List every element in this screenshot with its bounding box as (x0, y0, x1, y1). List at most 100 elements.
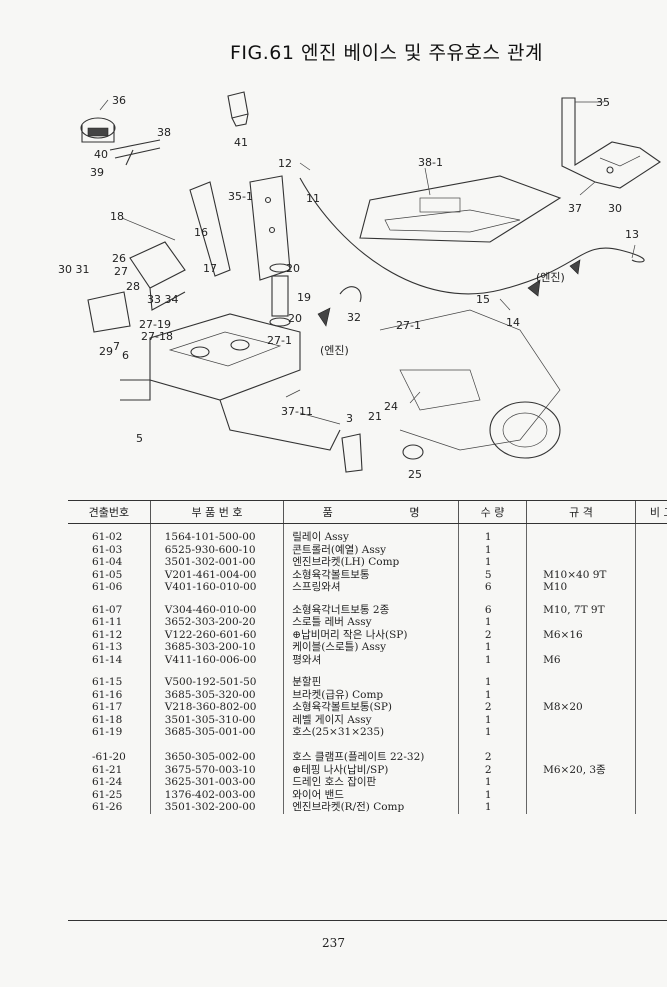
cell-spec (526, 788, 636, 801)
cell-remarks: C (634, 543, 667, 556)
controller-part (227, 91, 249, 127)
cell-part-name: 스프링와셔 (283, 581, 459, 594)
callout-label: 30 (608, 202, 622, 215)
callout-label: 28 (126, 280, 140, 293)
cell-part-number: 3501-302-200-00 (149, 801, 284, 814)
hose-19 (269, 263, 291, 327)
cell-part-name: 소형육각너트보통 2종 (283, 603, 459, 616)
cell-remarks (634, 628, 667, 641)
cell-quantity: 2 (457, 701, 527, 714)
header-remarks: 비 고 (634, 500, 667, 524)
header-index: 견출번호 (68, 500, 151, 524)
callout-label: 37 (568, 202, 582, 215)
cell-quantity: 1 (457, 676, 527, 689)
cell-part-number: 3501-305-310-00 (149, 713, 284, 726)
callout-label: 41 (234, 136, 248, 149)
cell-spec: M8×20 (526, 701, 636, 714)
cell-part-name: 소형육각볼트보통(SP) (283, 701, 459, 714)
callout-label: 18 (110, 210, 124, 223)
cell-part-name: 호스(25×31×235) (283, 726, 459, 739)
callout-label: 27-1 (396, 319, 421, 332)
bracket-16 (189, 181, 231, 277)
cell-part-number: V304-460-010-00 (149, 603, 284, 616)
callout-label: 17 (203, 262, 217, 275)
cell-part-name: 릴레이 Assy (283, 523, 459, 544)
cell-quantity: 6 (457, 581, 527, 594)
cell-part-name: 엔진브라켓(R/전) Comp (283, 801, 459, 814)
cell-index: 61-04 (92, 556, 123, 568)
cell-remarks: C (634, 726, 667, 739)
cell-index: 61-13 (92, 641, 123, 653)
cell-quantity: 1 (457, 776, 527, 789)
cell-part-number: V218-360-802-00 (149, 701, 284, 714)
cell-part-name: 레벨 게이지 Assy (283, 713, 459, 726)
cell-spec (526, 688, 636, 701)
engine-outline (379, 309, 561, 459)
cell-index: 61-05 (92, 568, 123, 581)
cell-index: 61-24 (92, 776, 123, 788)
table-spacer-row: C (68, 738, 667, 751)
plate-29 (87, 291, 131, 333)
cell-quantity: 6 (457, 603, 527, 616)
cell-index: 61-12 (92, 628, 123, 641)
callout-label: 13 (625, 228, 639, 241)
cell-part-number: V411-160-006-00 (149, 653, 284, 666)
header-spec: 규 격 (526, 500, 636, 524)
bracket-26 (129, 241, 186, 311)
callout-label: 25 (408, 468, 422, 481)
cell-remarks: C (634, 556, 667, 569)
cell-remarks: C (634, 616, 667, 629)
cell-spec (526, 523, 636, 544)
engine-note: (엔진) (536, 271, 565, 284)
cell-part-number: V122-260-601-60 (149, 628, 284, 641)
cell-spec: M6×20, 3종 (526, 763, 636, 776)
cell-index: -61-20 (92, 751, 126, 763)
cell-quantity: 5 (457, 568, 527, 581)
cell-remarks (634, 788, 667, 801)
cell-part-number: 6525-930-600-10 (149, 543, 284, 556)
callout-label: 27 (114, 265, 128, 278)
page-number: 237 (322, 936, 345, 950)
relay-part (80, 99, 116, 143)
callout-label: 7 (113, 340, 120, 353)
cell-quantity: 2 (457, 751, 527, 764)
cell-part-number: 1376-402-003-00 (149, 788, 284, 801)
cell-part-number: V401-160-010-00 (149, 581, 284, 594)
callout-label: 27-1 (267, 334, 292, 347)
cell-spec: M10, 7T 9T (526, 603, 636, 616)
cell-spec (526, 556, 636, 569)
cell-remarks (634, 523, 667, 544)
cell-part-number: 3685-305-320-00 (149, 688, 284, 701)
cell-quantity: 1 (457, 543, 527, 556)
cell-part-name: 케이블(스로틀) Assy (283, 641, 459, 654)
cell-spec (526, 543, 636, 556)
clamp-32 (339, 286, 362, 303)
cell-index: 61-21 (92, 763, 123, 776)
callout-label: 20 (288, 312, 302, 325)
cell-quantity: 1 (457, 653, 527, 666)
cell-remarks (634, 568, 667, 581)
cell-part-name: 엔진브라켓(LH) Comp (283, 556, 459, 569)
cell-quantity: 1 (457, 726, 527, 739)
cell-remarks (634, 713, 667, 726)
cell-index: 61-07 (92, 603, 123, 616)
callout-label: 40 (94, 148, 108, 161)
cable-end-marker (569, 259, 581, 275)
table-spacer-row (68, 593, 667, 604)
callout-label: 32 (347, 311, 361, 324)
cell-index: 61-14 (92, 653, 123, 666)
cell-index: 61-02 (92, 531, 123, 543)
cell-quantity: 1 (457, 616, 527, 629)
cell-quantity: 1 (457, 801, 527, 814)
cell-index: 61-11 (92, 616, 123, 628)
bracket-35 (561, 97, 661, 189)
